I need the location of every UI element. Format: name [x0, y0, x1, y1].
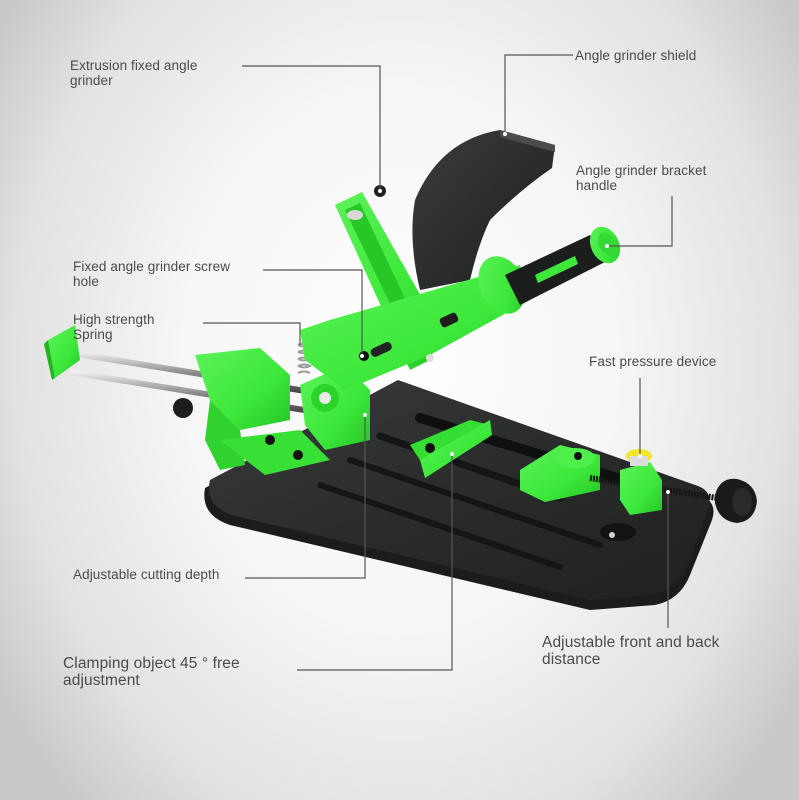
callout-fast-pressure: Fast pressure device: [589, 354, 717, 369]
fast-pressure-block: [620, 449, 662, 515]
leader-dots: [360, 132, 670, 494]
leader-handle: [607, 196, 673, 247]
callout-clamping-45: Clamping object 45 ° free adjustment: [63, 655, 240, 689]
leader-cutting-depth: [245, 415, 366, 579]
leader-clamping: [297, 454, 453, 671]
angle-fence: [410, 420, 492, 478]
clamp-block: [520, 445, 600, 502]
sliding-block: [173, 348, 330, 475]
tightening-knob: [715, 478, 757, 523]
leader-extrusion: [242, 65, 381, 191]
callout-bracket-handle: Angle grinder bracket handle: [576, 163, 707, 193]
leader-lines: [203, 54, 673, 671]
leader-shield: [504, 54, 573, 134]
leader-spring: [203, 322, 301, 345]
shield: [412, 130, 555, 290]
callout-screw-hole: Fixed angle grinder screw hole: [73, 259, 231, 289]
callout-cutting-depth: Adjustable cutting depth: [73, 567, 220, 582]
arm-bracket: [300, 185, 530, 390]
callout-front-back-distance: Adjustable front and back distance: [542, 634, 720, 668]
leader-screw-hole: [263, 269, 363, 356]
callout-spring: High strength Spring: [73, 312, 155, 342]
callout-shield: Angle grinder shield: [575, 48, 697, 63]
handle-grip: [478, 226, 621, 314]
callout-extrusion-fixed: Extrusion fixed angle grinder: [70, 58, 198, 88]
